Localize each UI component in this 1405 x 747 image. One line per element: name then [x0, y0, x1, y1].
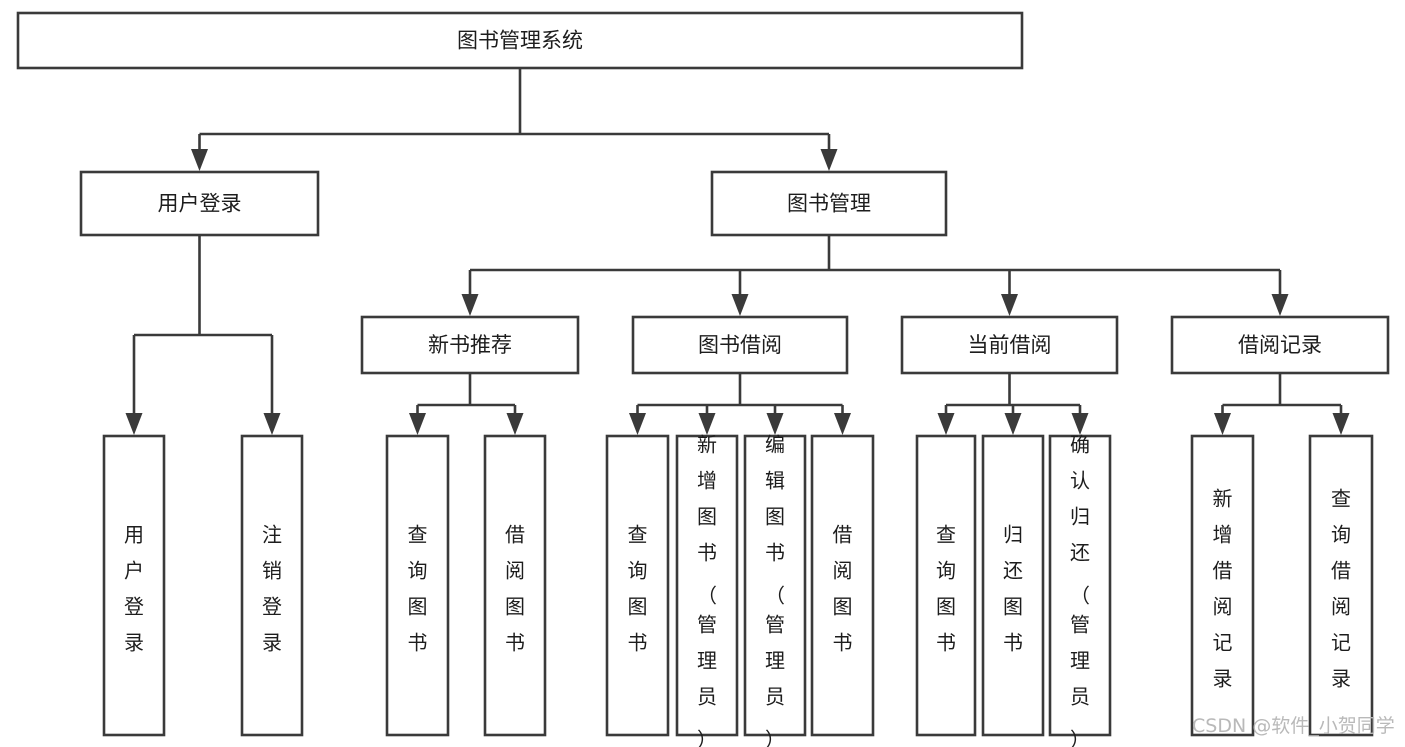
- node-current-borrow[interactable]: 当前借阅: [900, 315, 1119, 375]
- arrowhead-br-query: [1332, 413, 1350, 435]
- arrowhead-cb-return: [1004, 413, 1022, 435]
- arrowhead-current-borrow: [1001, 294, 1018, 316]
- node-box-current-borrow[interactable]: [900, 315, 1119, 375]
- node-bb-borrow[interactable]: 借阅图书: [810, 434, 875, 737]
- node-label-cb-confirm: 确认归还（管理员）: [1070, 433, 1090, 747]
- node-label-new-book-rec: 新书推荐: [428, 333, 512, 357]
- node-box-bb-add[interactable]: [675, 434, 739, 737]
- csdn-watermark: CSDN @软件_小贺同学: [1192, 715, 1395, 737]
- node-bb-add[interactable]: 新增图书（管理员）: [675, 433, 739, 747]
- node-user-login[interactable]: 用户登录: [79, 170, 320, 237]
- node-box-book-manage[interactable]: [710, 170, 948, 237]
- arrowhead-login-user: [125, 413, 143, 435]
- node-label-login-user: 用户登录: [124, 523, 144, 655]
- node-box-br-add[interactable]: [1190, 434, 1255, 737]
- arrowhead-new-book-rec: [461, 294, 479, 316]
- node-label-current-borrow: 当前借阅: [968, 333, 1052, 357]
- arrowhead-bb-borrow: [834, 413, 851, 435]
- arrowhead-logout-user: [263, 413, 281, 435]
- node-root[interactable]: 图书管理系统: [16, 11, 1024, 70]
- node-box-rec-borrow[interactable]: [483, 434, 547, 737]
- node-label-user-login: 用户登录: [158, 192, 242, 216]
- arrowhead-book-borrow: [731, 294, 749, 316]
- node-label-cb-query: 查询图书: [936, 523, 956, 655]
- arrowhead-cb-confirm: [1071, 413, 1089, 435]
- node-label-rec-borrow: 借阅图书: [505, 523, 525, 655]
- arrowhead-br-add: [1214, 413, 1231, 435]
- node-box-rec-query[interactable]: [385, 434, 450, 737]
- node-box-br-query[interactable]: [1308, 434, 1374, 737]
- node-label-bb-add: 新增图书（管理员）: [697, 433, 717, 747]
- node-label-book-borrow: 图书借阅: [698, 333, 782, 357]
- arrowhead-cb-query: [937, 413, 955, 435]
- node-box-new-book-rec[interactable]: [360, 315, 580, 375]
- node-borrow-record[interactable]: 借阅记录: [1170, 315, 1390, 375]
- node-box-bb-edit[interactable]: [743, 434, 807, 737]
- node-bb-query[interactable]: 查询图书: [605, 434, 670, 737]
- arrowhead-user-login: [191, 149, 208, 171]
- node-box-bb-borrow[interactable]: [810, 434, 875, 737]
- node-cb-confirm[interactable]: 确认归还（管理员）: [1048, 433, 1112, 747]
- node-label-rec-query: 查询图书: [408, 523, 428, 655]
- node-box-cb-return[interactable]: [981, 434, 1045, 737]
- connector-layer: [125, 68, 1350, 435]
- node-rec-query[interactable]: 查询图书: [385, 434, 450, 737]
- node-logout-user[interactable]: 注销登录: [240, 434, 304, 737]
- node-label-bb-edit: 编辑图书（管理员）: [765, 433, 785, 747]
- arrowhead-borrow-record: [1271, 294, 1289, 316]
- arrowhead-rec-borrow: [506, 413, 524, 435]
- node-book-borrow[interactable]: 图书借阅: [631, 315, 849, 375]
- node-label-bb-borrow: 借阅图书: [833, 523, 853, 655]
- arrowhead-bb-query: [629, 413, 646, 435]
- arrowhead-bb-add: [698, 413, 716, 435]
- arrowhead-book-manage: [820, 149, 838, 171]
- node-rec-borrow[interactable]: 借阅图书: [483, 434, 547, 737]
- node-box-book-borrow[interactable]: [631, 315, 849, 375]
- node-label-br-query: 查询借阅记录: [1331, 487, 1351, 691]
- node-box-cb-query[interactable]: [915, 434, 977, 737]
- node-box-user-login[interactable]: [79, 170, 320, 237]
- node-box-login-user[interactable]: [102, 434, 166, 737]
- node-label-br-add: 新增借阅记录: [1213, 487, 1233, 691]
- node-new-book-rec[interactable]: 新书推荐: [360, 315, 580, 375]
- node-box-cb-confirm[interactable]: [1048, 434, 1112, 737]
- node-box-logout-user[interactable]: [240, 434, 304, 737]
- arrowhead-bb-edit: [766, 413, 784, 435]
- node-box-root[interactable]: [16, 11, 1024, 70]
- node-br-add[interactable]: 新增借阅记录: [1190, 434, 1255, 737]
- node-cb-return[interactable]: 归还图书: [981, 434, 1045, 737]
- node-book-manage[interactable]: 图书管理: [710, 170, 948, 237]
- node-label-book-manage: 图书管理: [787, 192, 871, 216]
- node-login-user[interactable]: 用户登录: [102, 434, 166, 737]
- node-layer: 图书管理系统用户登录图书管理新书推荐图书借阅当前借阅借阅记录用户登录注销登录查询…: [16, 11, 1390, 747]
- node-bb-edit[interactable]: 编辑图书（管理员）: [743, 433, 807, 747]
- arrowhead-rec-query: [409, 413, 426, 435]
- node-label-logout-user: 注销登录: [262, 523, 282, 655]
- node-br-query[interactable]: 查询借阅记录: [1308, 434, 1374, 737]
- node-label-bb-query: 查询图书: [628, 523, 648, 655]
- node-box-borrow-record[interactable]: [1170, 315, 1390, 375]
- node-label-cb-return: 归还图书: [1003, 523, 1023, 655]
- node-label-root: 图书管理系统: [457, 29, 583, 53]
- node-box-bb-query[interactable]: [605, 434, 670, 737]
- node-cb-query[interactable]: 查询图书: [915, 434, 977, 737]
- node-label-borrow-record: 借阅记录: [1238, 333, 1322, 357]
